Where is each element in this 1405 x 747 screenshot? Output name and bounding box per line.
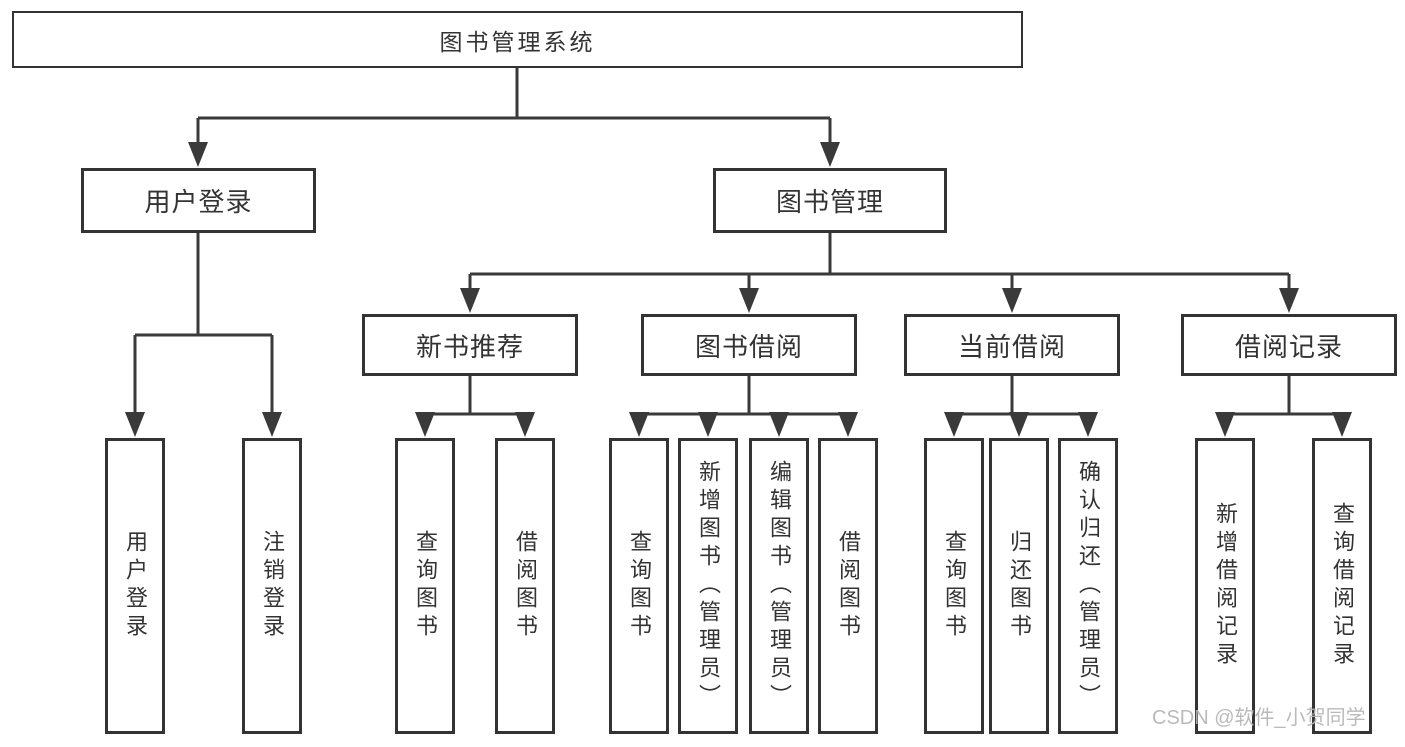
- node-borrowing-records: 借阅记录: [1181, 314, 1397, 376]
- leaf-return-book: 归还图书: [989, 438, 1049, 734]
- leaf-add-borrow-record: 新增借阅记录: [1195, 438, 1255, 734]
- leaf-label: 用户登录: [123, 530, 148, 642]
- leaf-label: 查询图书: [627, 530, 652, 642]
- tree-edges: [133, 68, 1342, 416]
- leaf-label: 查询图书: [942, 530, 967, 642]
- node-book-borrowing: 图书借阅: [641, 314, 857, 376]
- leaf-label: 新增借阅记录: [1213, 502, 1238, 670]
- leaf-label: 查询借阅记录: [1330, 502, 1355, 670]
- leaf-borrow-books: 借阅图书: [818, 438, 878, 734]
- leaf-confirm-return-admin: 确认归还（管理员）: [1058, 438, 1118, 734]
- leaf-label: 归还图书: [1007, 530, 1032, 642]
- node-current-borrowing: 当前借阅: [904, 314, 1120, 376]
- leaf-edit-book-admin: 编辑图书（管理员）: [749, 438, 809, 734]
- leaf-label: 确认归还（管理员）: [1076, 460, 1101, 712]
- leaf-label: 新增图书（管理员）: [696, 460, 721, 712]
- leaf-borrow-books-recommend: 借阅图书: [495, 438, 555, 734]
- node-root-label: 图书管理系统: [439, 28, 596, 55]
- leaf-label: 借阅图书: [836, 530, 861, 642]
- leaf-label: 注销登录: [260, 530, 285, 642]
- watermark: CSDN @软件_小贺同学: [1152, 707, 1366, 729]
- node-label: 借阅记录: [1234, 331, 1343, 362]
- node-book-management: 图书管理: [713, 168, 947, 233]
- leaf-label: 借阅图书: [513, 530, 538, 642]
- node-user-login: 用户登录: [81, 168, 316, 233]
- node-label: 图书借阅: [694, 331, 803, 362]
- leaf-label: 查询图书: [413, 530, 438, 642]
- node-new-book-recommend: 新书推荐: [362, 314, 578, 376]
- leaf-query-books-borrowing: 查询图书: [609, 438, 669, 734]
- node-label: 用户登录: [144, 187, 253, 217]
- node-label: 当前借阅: [957, 331, 1066, 362]
- leaf-logout: 注销登录: [242, 438, 302, 734]
- leaf-add-book-admin: 新增图书（管理员）: [678, 438, 738, 734]
- node-root-system: 图书管理系统: [12, 11, 1023, 68]
- node-label: 图书管理: [775, 187, 884, 217]
- leaf-query-books-current: 查询图书: [924, 438, 984, 734]
- leaf-user-login: 用户登录: [105, 438, 165, 734]
- node-label: 新书推荐: [415, 331, 524, 362]
- leaf-query-books-recommend: 查询图书: [395, 438, 455, 734]
- leaf-label: 编辑图书（管理员）: [767, 460, 792, 712]
- leaf-query-borrow-record: 查询借阅记录: [1312, 438, 1372, 734]
